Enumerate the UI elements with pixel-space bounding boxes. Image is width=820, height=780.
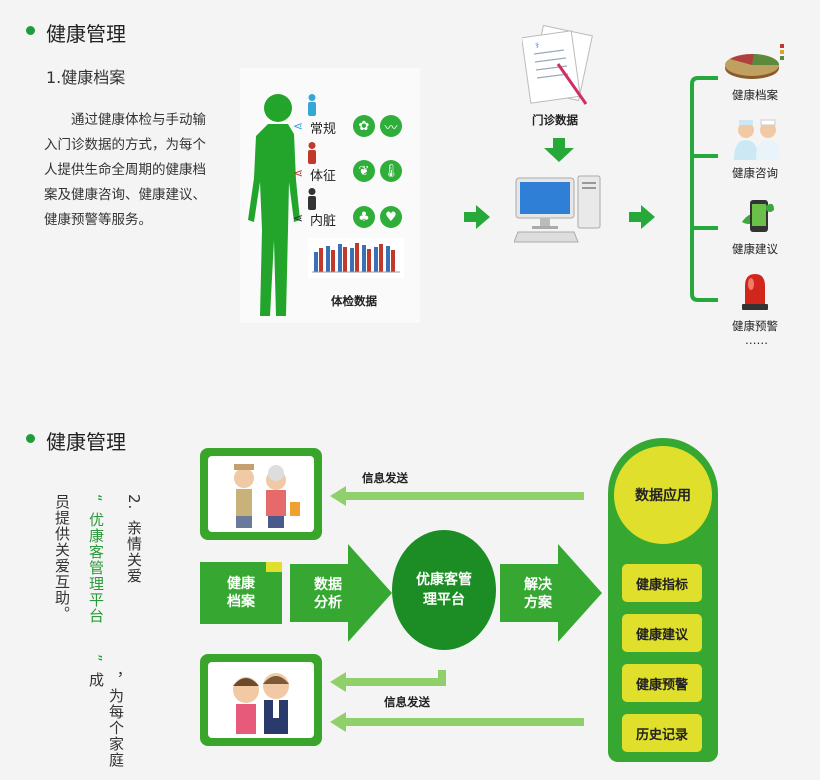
info-send-bottom-label: 信息发送 [384,695,430,709]
info-send-arrow-bottom [330,712,584,732]
person-dark-icon [308,188,316,210]
footprint-icon: ❦ [353,160,375,182]
routine-icon-1: ✿ [353,115,375,137]
category-organs: 内脏 [310,214,337,229]
platform-ellipse: 优康客管理平台 [392,530,496,650]
health-record-accent [266,562,282,572]
health-record-label: 健康档案 [227,576,255,610]
person-blue-icon [308,94,316,116]
arrow-right-icon [464,205,490,229]
section2-desc2: 员提供关爱互助。 [53,494,71,622]
section2-desc1: ，为每个家庭成 [87,672,125,768]
health-record-box: 健康档案 [200,562,282,624]
arrow-down-icon [544,138,574,162]
alarm-light-icon [742,274,768,310]
section2-number: 2. [125,494,143,511]
data-analysis-label: 数据分析 [314,577,342,611]
app-health-advice: 健康建议 [622,614,702,652]
section1-subtitle: 1.健康档案 [46,68,126,87]
solution-label: 解决方案 [524,577,552,611]
svg-text:⚕: ⚕ [535,41,539,50]
pie-chart-icon [725,44,784,79]
app-history: 历史记录 [622,714,702,752]
exam-data-label: 体检数据 [331,294,377,308]
bracket-icon [690,76,718,302]
category-vitals: 体征 [310,169,337,184]
thermometer-icon: 🌡 [380,160,402,182]
clinic-data-label: 门诊数据 [532,113,578,127]
human-body-icon [248,94,300,316]
data-app-label: 数据应用 [635,488,691,504]
section1-paragraph: 通过健康体检与手动输入门诊数据的方式，为每个人提供生命全周期的健康档案及健康咨询… [44,112,206,228]
solution-arrow [500,544,602,642]
section2-bullet [26,434,35,443]
dots-icon: ⋖ [293,211,304,225]
organ-icon-1: ♣ [353,206,375,228]
exam-bar-chart-icon [308,238,404,278]
clinic-document-icon: ⚕ [522,24,593,105]
routine-icon-2: 〰 [380,115,402,137]
output-health-record: 健康档案 [732,88,778,102]
organ-icon-2: ♥ [380,206,402,228]
section2-title: 健康管理 [46,430,126,454]
phone-icon [742,200,774,232]
arrow-right-icon [629,205,655,229]
dots-icon: ⋖ [293,119,304,133]
family-couple-icon [233,673,289,734]
elderly-couple-icon [234,464,300,528]
family-photo-bottom [200,654,322,746]
platform-label: 优康客管理平台 [416,572,472,608]
doctors-icon [734,119,780,160]
family-photo-top [200,448,322,540]
person-red-icon [308,142,316,164]
quote-open: “ [87,494,105,503]
output-health-advice: 健康建议 [732,242,778,256]
section1-bullet [26,26,35,35]
output-health-consult: 健康咨询 [732,166,778,180]
info-send-top-label: 信息发送 [362,471,408,485]
info-send-arrow-mid [330,670,446,692]
app-health-indicator: 健康指标 [622,564,702,602]
info-send-arrow-top [330,486,584,506]
app-health-warning: 健康预警 [622,664,702,702]
category-routine: 常规 [310,122,337,137]
quote-close: ” [87,654,105,663]
output-health-warning: 健康预警 [732,319,778,333]
data-app-circle: 数据应用 [614,446,712,544]
ellipsis-text: …… [745,333,768,347]
section2-heading: 亲情关爱 [125,520,143,584]
computer-icon [514,175,601,243]
brand-name: 优康客管理平台 [87,512,105,624]
section1-title: 健康管理 [46,22,126,46]
data-analysis-arrow [290,544,392,642]
dots-icon: ⋖ [293,166,304,180]
